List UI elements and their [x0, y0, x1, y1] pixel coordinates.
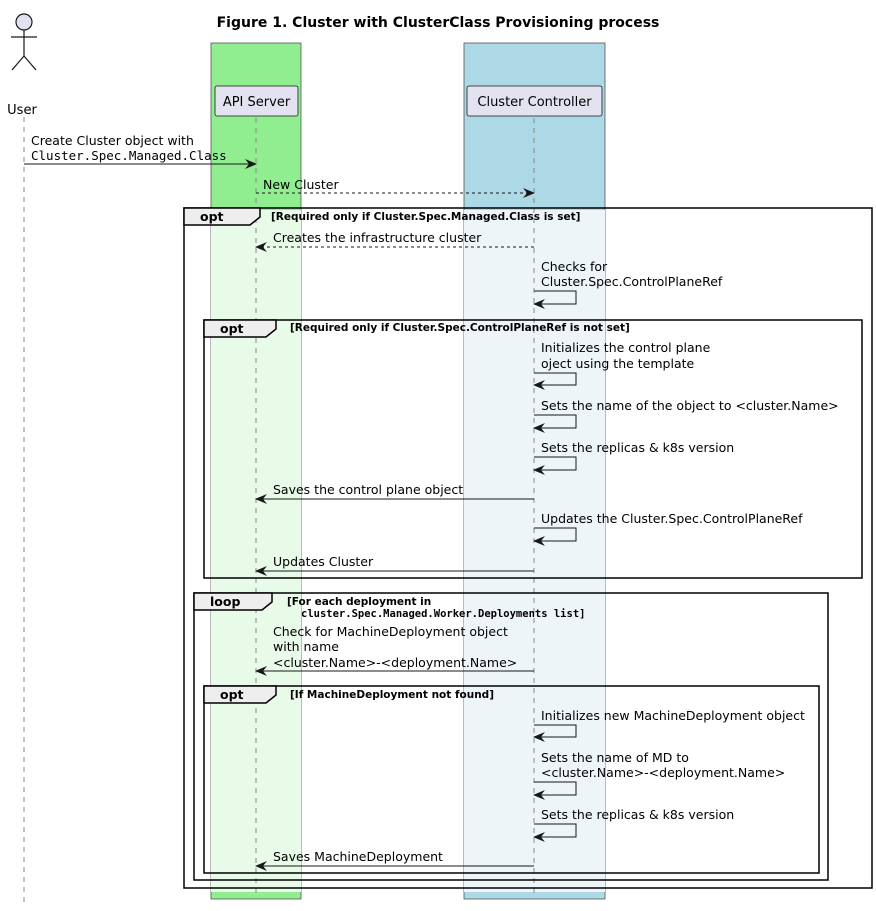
msg-sets-md-name-line1: Sets the name of MD to	[541, 750, 689, 765]
msg-checks-for-line2: Cluster.Spec.ControlPlaneRef	[541, 274, 723, 289]
msg-sets-name: Sets the name of the object to <cluster.…	[541, 398, 839, 413]
msg-init-cp-line2: oject using the template	[541, 356, 695, 371]
msg-creates-infra: Creates the infrastructure cluster	[273, 230, 482, 245]
fragment-opt-md-not-found: opt [If MachineDeployment not found]	[203, 685, 820, 874]
self-arrow-sets-replicas-cp	[533, 456, 577, 475]
loop-guard-line1: [For each deployment in	[287, 596, 431, 608]
msg-check-md-line1: Check for MachineDeployment object	[273, 624, 508, 639]
user-actor-icon	[11, 13, 37, 71]
self-arrow-sets-md-name	[533, 781, 577, 800]
loop-keyword: loop	[210, 594, 240, 609]
self-arrow-updates-cpref	[533, 527, 577, 546]
cluster-controller-participant	[466, 85, 603, 117]
opt2-keyword: opt	[220, 321, 244, 336]
opt1-keyword: opt	[200, 209, 224, 224]
opt1-guard: [Required only if Cluster.Spec.Managed.C…	[271, 211, 580, 223]
msg-sets-md-name-line2: <cluster.Name>-<deployment.Name>	[541, 765, 785, 780]
fragment-loop-deployments: loop [For each deployment in cluster.Spe…	[193, 592, 829, 881]
self-arrow-init-cp	[533, 372, 577, 390]
fragment-opt-control-plane: opt [Required only if Cluster.Spec.Contr…	[203, 319, 863, 579]
msg-saves-md: Saves MachineDeployment	[273, 849, 443, 864]
msg-updates-cpref: Updates the Cluster.Spec.ControlPlaneRef	[541, 511, 803, 526]
msg-create-cluster-line1: Create Cluster object with	[31, 133, 194, 148]
msg-saves-cp: Saves the control plane object	[273, 482, 463, 497]
msg-init-md: Initializes new MachineDeployment object	[541, 708, 805, 723]
self-arrow-init-md	[533, 724, 577, 742]
msg-create-cluster-line2: Cluster.Spec.Managed.Class	[31, 148, 227, 163]
msg-init-cp-line1: Initializes the control plane	[541, 340, 711, 355]
msg-updates-cluster: Updates Cluster	[273, 554, 374, 569]
loop-guard-line2: cluster.Spec.Managed.Worker.Deployments …	[301, 608, 585, 620]
diagram-title: Figure 1. Cluster with ClusterClass Prov…	[217, 15, 660, 31]
msg-checks-for-line1: Checks for	[541, 259, 608, 274]
api-server-label: API Server	[223, 95, 291, 110]
api-server-participant	[214, 85, 299, 117]
msg-sets-replicas-md: Sets the replicas & k8s version	[541, 807, 734, 822]
self-arrow-sets-name	[533, 414, 577, 433]
opt3-guard: [If MachineDeployment not found]	[290, 689, 494, 701]
self-arrow-checks-for	[533, 290, 577, 309]
msg-check-md-line2: with name	[273, 639, 339, 654]
user-label: User	[7, 103, 37, 118]
opt3-keyword: opt	[220, 687, 244, 702]
msg-check-md-line3: <cluster.Name>-<deployment.Name>	[273, 655, 517, 670]
self-arrow-sets-replicas-md	[533, 823, 577, 842]
opt2-guard: [Required only if Cluster.Spec.ControlPl…	[290, 322, 630, 334]
cluster-controller-label: Cluster Controller	[477, 95, 592, 110]
fragment-opt-managed-class: opt [Required only if Cluster.Spec.Manag…	[183, 207, 873, 889]
msg-sets-replicas-cp: Sets the replicas & k8s version	[541, 440, 734, 455]
msg-new-cluster: New Cluster	[263, 177, 339, 192]
